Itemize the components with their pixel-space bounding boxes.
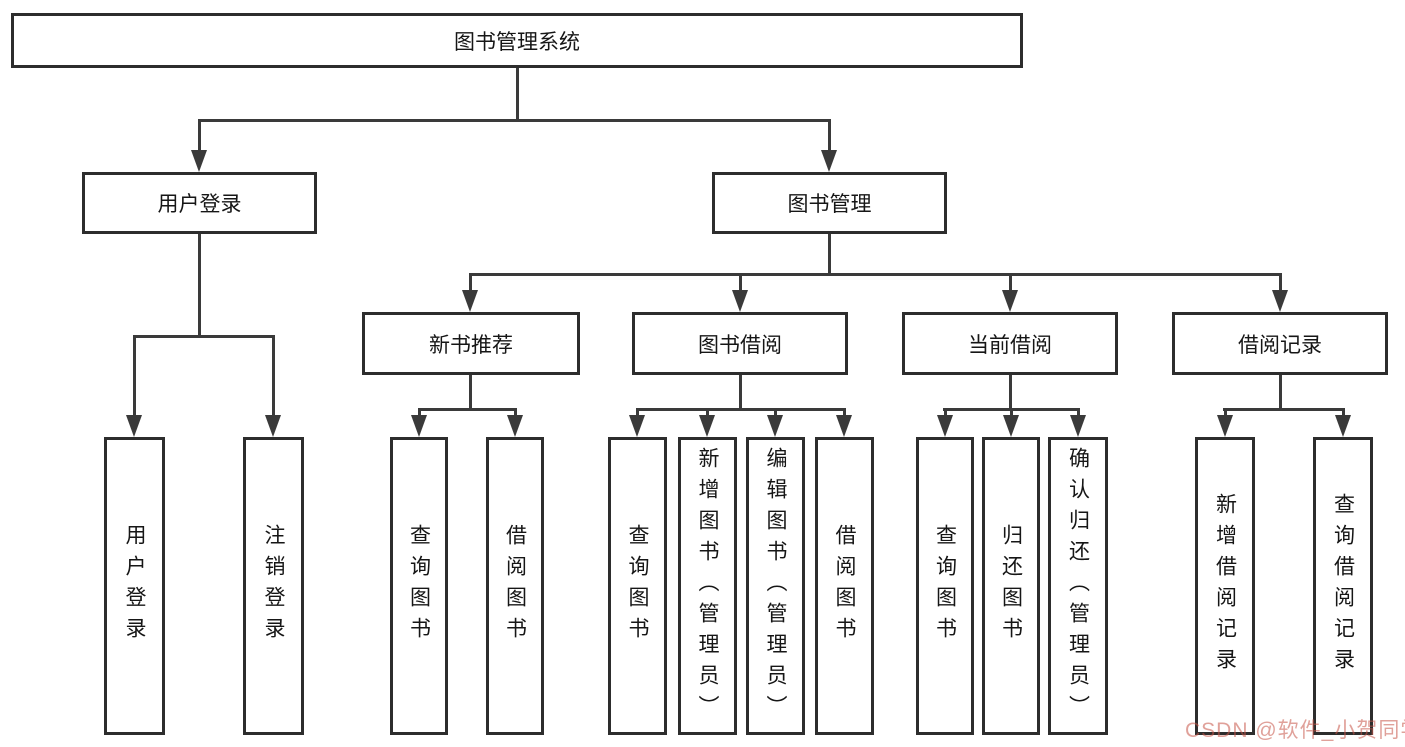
- connector-stem-book-borrow: [739, 273, 742, 290]
- connector-stem-new-book: [469, 273, 472, 290]
- node-current-borrow: 当前借阅: [902, 312, 1118, 375]
- leaf-query-books-1: 查询图书: [390, 437, 448, 735]
- connector-borrow-record-hline: [1223, 408, 1345, 411]
- connector-stem-g3d: [843, 408, 846, 415]
- leaf-borrow-books-1: 借阅图书: [486, 437, 544, 735]
- arrowhead-book-borrow: [732, 290, 748, 312]
- leaf-edit-book-admin: 编辑图书（管理员）: [746, 437, 805, 735]
- connector-level2-hline: [198, 119, 831, 122]
- connector-level3-hline: [469, 273, 1281, 276]
- connector-stem-g3a: [636, 408, 639, 415]
- arrowhead-book-mgmt: [821, 150, 837, 172]
- node-root: 图书管理系统: [11, 13, 1023, 68]
- csdn-watermark: CSDN @软件_小贺同学: [1185, 719, 1405, 742]
- connector-stem-g5a: [1224, 408, 1227, 415]
- arrowhead-g3b: [699, 415, 715, 437]
- connector-stem-user-login: [198, 119, 201, 152]
- leaf-query-books-3-label: 查询图书: [933, 524, 957, 648]
- leaf-borrow-books-1-label: 借阅图书: [503, 524, 527, 648]
- leaf-add-book-admin: 新增图书（管理员）: [678, 437, 737, 735]
- connector-new-book-hline: [418, 408, 517, 411]
- node-new-book-recommend: 新书推荐: [362, 312, 580, 375]
- connector-new-book-trunk: [469, 375, 472, 408]
- arrowhead-user-login: [191, 150, 207, 172]
- leaf-user-login: 用户登录: [104, 437, 165, 735]
- leaf-add-book-admin-label: 新增图书（管理员）: [696, 446, 720, 726]
- connector-stem-book-mgmt: [828, 119, 831, 152]
- leaf-logout-label: 注销登录: [262, 524, 286, 648]
- node-user-login: 用户登录: [82, 172, 317, 234]
- connector-stem-leaf-logout: [272, 335, 275, 415]
- node-root-label: 图书管理系统: [454, 30, 580, 54]
- arrowhead-g2b: [507, 415, 523, 437]
- leaf-query-books-3: 查询图书: [916, 437, 974, 735]
- arrowhead-g5b: [1335, 415, 1351, 437]
- leaf-query-borrow-record: 查询借阅记录: [1313, 437, 1373, 735]
- node-new-book-recommend-label: 新书推荐: [429, 333, 513, 357]
- leaf-confirm-return-admin-label: 确认归还（管理员）: [1066, 446, 1090, 726]
- connector-user-login-trunk: [198, 234, 201, 335]
- leaf-query-books-1-label: 查询图书: [407, 524, 431, 648]
- leaf-edit-book-admin-label: 编辑图书（管理员）: [764, 446, 788, 726]
- arrowhead-borrow-record: [1272, 290, 1288, 312]
- connector-stem-g3c: [774, 408, 777, 415]
- leaf-add-borrow-record-label: 新增借阅记录: [1213, 493, 1237, 679]
- arrowhead-new-book: [462, 290, 478, 312]
- node-current-borrow-label: 当前借阅: [968, 333, 1052, 357]
- leaf-add-borrow-record: 新增借阅记录: [1195, 437, 1255, 735]
- arrowhead-g5a: [1217, 415, 1233, 437]
- arrowhead-g3c: [767, 415, 783, 437]
- connector-stem-g5b: [1342, 408, 1345, 415]
- leaf-borrow-books-2-label: 借阅图书: [833, 524, 857, 648]
- leaf-query-books-2: 查询图书: [608, 437, 667, 735]
- leaf-return-books: 归还图书: [982, 437, 1040, 735]
- node-book-borrow-label: 图书借阅: [698, 333, 782, 357]
- connector-book-borrow-hline: [636, 408, 846, 411]
- connector-stem-g2a: [418, 408, 421, 415]
- arrowhead-leaf-logout: [265, 415, 281, 437]
- connector-borrow-record-trunk: [1279, 375, 1282, 408]
- arrowhead-leaf-login: [126, 415, 142, 437]
- node-book-borrow: 图书借阅: [632, 312, 848, 375]
- connector-book-borrow-trunk: [739, 375, 742, 408]
- node-user-login-label: 用户登录: [157, 193, 242, 216]
- connector-stem-leaf-login: [133, 335, 136, 415]
- connector-user-login-hline: [133, 335, 274, 338]
- arrowhead-g4c: [1070, 415, 1086, 437]
- arrowhead-g2a: [411, 415, 427, 437]
- node-borrow-records: 借阅记录: [1172, 312, 1388, 375]
- node-book-management: 图书管理: [712, 172, 947, 234]
- arrowhead-g4b: [1003, 415, 1019, 437]
- connector-stem-current-borrow: [1009, 273, 1012, 290]
- leaf-query-borrow-record-label: 查询借阅记录: [1331, 493, 1355, 679]
- connector-root-trunk: [516, 68, 519, 119]
- connector-stem-g4b: [1010, 408, 1013, 415]
- arrowhead-g3d: [836, 415, 852, 437]
- leaf-user-login-label: 用户登录: [123, 524, 147, 648]
- connector-stem-borrow-record: [1279, 273, 1282, 290]
- arrowhead-g3a: [629, 415, 645, 437]
- leaf-borrow-books-2: 借阅图书: [815, 437, 874, 735]
- node-book-management-label: 图书管理: [787, 193, 872, 216]
- connector-stem-g2b: [514, 408, 517, 415]
- leaf-logout: 注销登录: [243, 437, 304, 735]
- arrowhead-current-borrow: [1002, 290, 1018, 312]
- arrowhead-g4a: [937, 415, 953, 437]
- leaf-confirm-return-admin: 确认归还（管理员）: [1048, 437, 1108, 735]
- connector-current-borrow-trunk: [1009, 375, 1012, 408]
- leaf-query-books-2-label: 查询图书: [626, 524, 650, 648]
- leaf-return-books-label: 归还图书: [999, 524, 1023, 648]
- connector-stem-g4a: [944, 408, 947, 415]
- node-borrow-records-label: 借阅记录: [1238, 333, 1322, 357]
- connector-stem-g4c: [1077, 408, 1080, 415]
- connector-book-mgmt-trunk: [828, 234, 831, 273]
- connector-stem-g3b: [706, 408, 709, 415]
